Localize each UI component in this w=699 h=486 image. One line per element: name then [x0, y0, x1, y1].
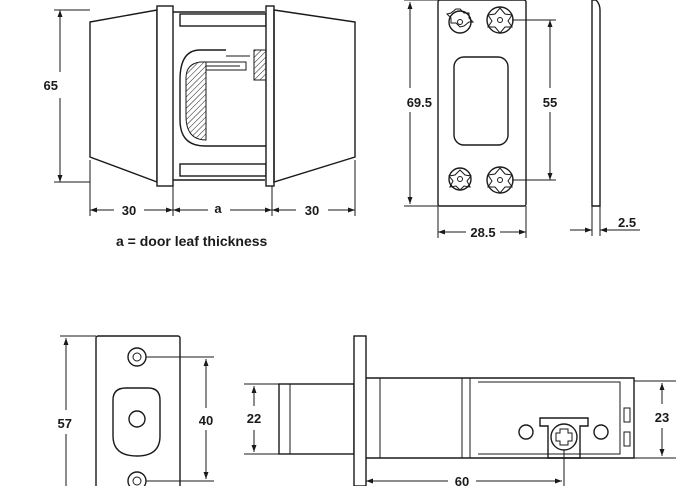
spindle-cross-icon: [555, 428, 573, 446]
hatched-cam: [185, 61, 207, 141]
deadbolt-height-label: 65: [44, 78, 58, 93]
cam-housing: [179, 49, 266, 147]
faceplate-spacing-label: 40: [199, 413, 213, 428]
bolt-opening: [453, 56, 509, 146]
latch-faceplate-view: 57 40: [58, 335, 214, 486]
right-pin: [593, 424, 609, 440]
hole-spacing-label: 55: [543, 95, 557, 110]
strike-thickness-label: 2.5: [618, 215, 636, 230]
left-housing: [89, 9, 158, 184]
body-height-label: 23: [655, 410, 669, 425]
latch-faceplate: [95, 335, 181, 486]
strike-width-label: 28.5: [470, 225, 495, 240]
left-pin: [518, 424, 534, 440]
latch-body: [366, 377, 635, 459]
strike-profile: [591, 0, 601, 207]
latch-face-edge: [353, 335, 367, 486]
left-width-label: 30: [122, 203, 136, 218]
right-rose: [265, 5, 275, 187]
spindle-hole: [550, 423, 578, 451]
bolt-height-label: 22: [247, 411, 261, 426]
backset-label: 60: [455, 474, 469, 486]
right-housing: [273, 9, 356, 183]
strike-plate: [437, 0, 527, 207]
top-screw-holes: [446, 6, 514, 34]
faceplate-height-label: 57: [58, 416, 72, 431]
deadbolt-side-view: 65 30 a 30 a = door leaf thickness: [44, 5, 356, 249]
door-thickness-label: a: [214, 201, 222, 216]
strike-plate-view: 69.5 55 28.5 2.5: [404, 0, 640, 240]
strike-height-label: 69.5: [407, 95, 432, 110]
bottom-screw-holes: [448, 166, 514, 194]
latch-side-view: 22 23 60: [244, 335, 676, 486]
left-rose: [156, 5, 174, 187]
door-thickness-note: a = door leaf thickness: [116, 233, 268, 249]
right-width-label: 30: [305, 203, 319, 218]
latch-opening: [112, 387, 161, 457]
